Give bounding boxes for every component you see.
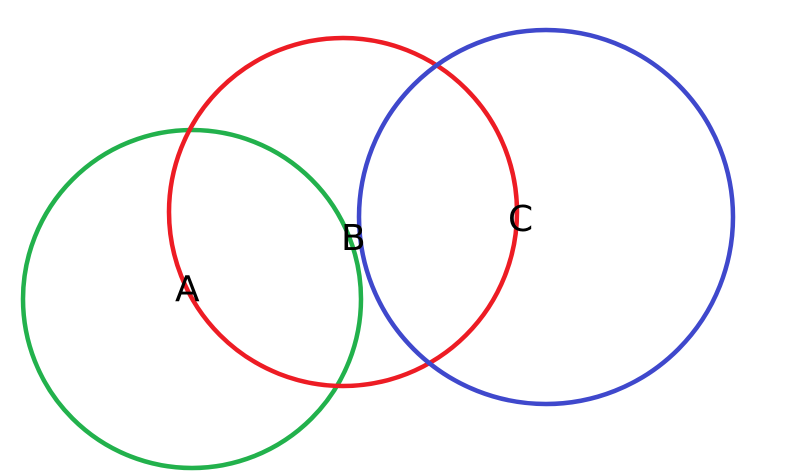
label-a: A (175, 269, 200, 310)
label-c: C (508, 199, 533, 240)
label-b: B (341, 218, 366, 259)
blue-circle (356, 27, 736, 407)
red-circle (166, 35, 520, 389)
